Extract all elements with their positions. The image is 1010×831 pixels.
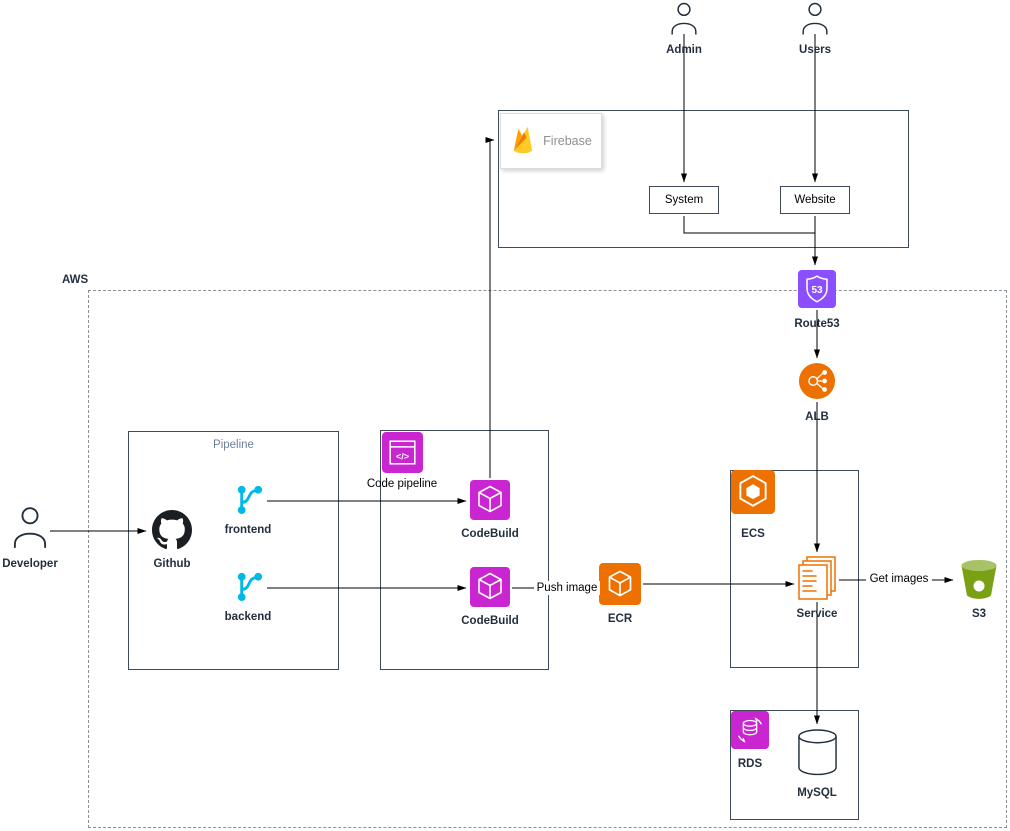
rds-group-box: [730, 710, 859, 820]
backend-node: backend: [208, 570, 288, 624]
aws-boundary-box: [88, 290, 1007, 828]
git-branch-icon: [237, 572, 262, 602]
codebuild-frontend-node: CodeBuild: [450, 480, 530, 541]
firebase-node: Firebase: [500, 113, 602, 169]
service-label: Service: [796, 608, 838, 620]
frontend-label: frontend: [224, 524, 272, 536]
aws-label: AWS: [62, 274, 89, 286]
alb-icon: [798, 362, 836, 400]
admin-label: Admin: [666, 44, 702, 56]
firebase-group-box: [498, 110, 909, 248]
firebase-label: Firebase: [543, 134, 592, 148]
system-label: System: [664, 194, 704, 206]
alb-label: ALB: [805, 411, 829, 423]
codebuild-icon: [470, 567, 510, 607]
person-icon: [671, 2, 697, 35]
database-cylinder-icon: [797, 729, 837, 776]
codebuild-frontend-label: CodeBuild: [461, 528, 519, 540]
route53-label: Route53: [794, 318, 840, 330]
route53-node: 53 Route53: [777, 270, 857, 331]
rds-label: RDS: [737, 758, 763, 770]
service-icon: [798, 556, 836, 600]
codepipeline-group-box: [380, 430, 549, 670]
rds-icon: [731, 711, 769, 749]
get-images-edge-label: Get images: [866, 572, 932, 586]
firebase-icon: [514, 126, 533, 153]
route53-icon: 53: [798, 270, 836, 308]
github-icon: [152, 510, 192, 550]
codepipeline-icon: </>: [381, 432, 423, 473]
ecs-node: ECS: [713, 470, 793, 541]
pipeline-group-label: Pipeline: [213, 439, 254, 451]
actor-users: Users: [775, 2, 855, 57]
actor-admin: Admin: [644, 2, 724, 57]
pipeline-group-box: Pipeline: [128, 431, 339, 670]
s3-bucket-icon: [961, 560, 997, 599]
codepipeline-label: Code pipeline: [366, 478, 438, 490]
ecs-label: ECS: [741, 528, 765, 540]
codebuild-icon: [470, 480, 510, 520]
website-label: Website: [794, 194, 836, 206]
person-icon: [802, 2, 828, 35]
ecs-icon: [731, 470, 775, 514]
ecr-label: ECR: [607, 613, 633, 625]
developer-label: Developer: [2, 558, 58, 570]
codebuild-backend-label: CodeBuild: [461, 615, 519, 627]
ecs-group-box: [730, 470, 859, 668]
service-node: Service: [777, 556, 857, 621]
git-branch-icon: [237, 485, 262, 515]
users-label: Users: [799, 44, 831, 56]
github-node: Github: [132, 510, 212, 571]
mysql-label: MySQL: [797, 787, 837, 799]
codebuild-backend-node: CodeBuild: [450, 567, 530, 628]
rds-node: RDS: [710, 711, 790, 771]
ecr-icon: [599, 563, 641, 605]
codepipeline-node: </> Code pipeline: [362, 432, 442, 491]
push-image-edge-label: Push image: [534, 581, 600, 595]
s3-node: S3: [939, 558, 1010, 621]
route53-badge: 53: [811, 285, 823, 296]
github-label: Github: [153, 558, 191, 570]
mysql-node: MySQL: [777, 728, 857, 800]
edge-system-join: [683, 216, 815, 234]
person-icon: [13, 507, 47, 548]
website-box: Website: [780, 186, 850, 214]
backend-label: backend: [224, 611, 272, 623]
codepipeline-glyph: </>: [395, 452, 409, 462]
s3-label: S3: [971, 608, 987, 620]
system-box: System: [649, 186, 719, 214]
edge-codebuild-firebase: [485, 137, 495, 478]
alb-node: ALB: [777, 362, 857, 424]
ecr-node: ECR: [580, 563, 660, 626]
frontend-node: frontend: [208, 483, 288, 537]
actor-developer: Developer: [0, 506, 70, 571]
